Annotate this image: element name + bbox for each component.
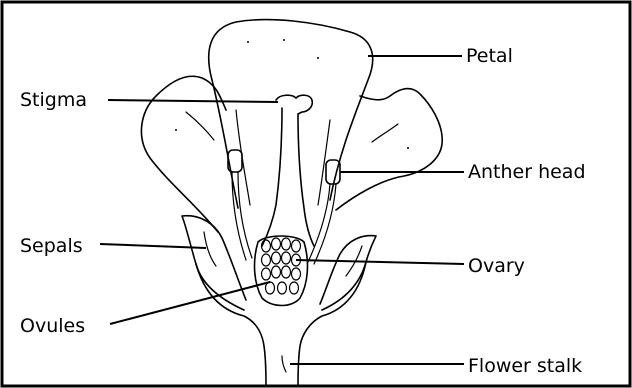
label-flower-stalk: Flower stalk	[468, 355, 582, 377]
petal-top	[209, 20, 373, 208]
label-petal: Petal	[466, 45, 513, 67]
label-sepals: Sepals	[20, 235, 83, 257]
ovules-cluster	[262, 238, 301, 294]
filament-right-b	[314, 184, 336, 264]
label-ovary: Ovary	[468, 255, 525, 277]
pistil	[262, 95, 314, 246]
leader-ovary	[296, 260, 464, 264]
style-right	[298, 114, 314, 246]
petal-vein-right	[372, 124, 398, 142]
petals	[141, 20, 442, 232]
petal-right	[336, 89, 442, 210]
leader-stigma	[108, 100, 278, 102]
filament-left-b	[238, 172, 252, 258]
sepal-left-inner	[204, 232, 216, 266]
receptacle-and-stalk	[196, 262, 366, 386]
label-stigma: Stigma	[20, 89, 87, 111]
petal-vein-left	[186, 112, 214, 140]
style-left	[262, 108, 282, 246]
receptacle-right	[298, 262, 366, 386]
label-anther-head: Anther head	[468, 161, 586, 183]
leader-lines	[100, 56, 464, 364]
stalk-mark	[282, 356, 286, 372]
anther-right	[326, 160, 340, 184]
petal-fold-right	[318, 120, 330, 205]
label-ovules: Ovules	[20, 315, 85, 337]
